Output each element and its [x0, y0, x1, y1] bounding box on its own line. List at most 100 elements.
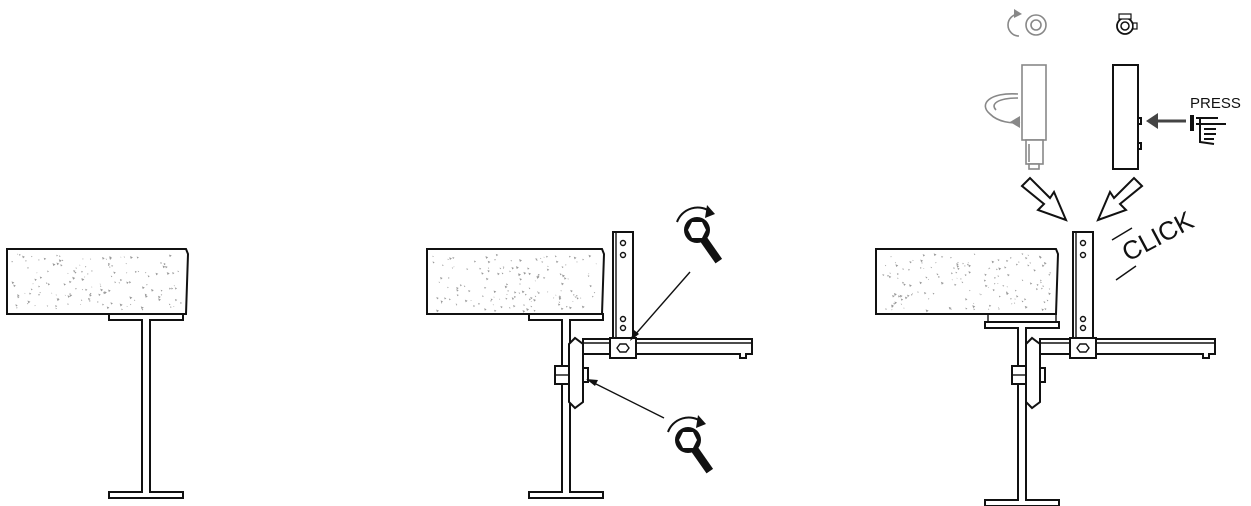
concrete-speck [950, 272, 953, 275]
concrete-speck [967, 262, 969, 264]
concrete-speck [882, 273, 885, 277]
concrete-speck [72, 276, 76, 280]
concrete-speck [908, 268, 911, 271]
concrete-speck [172, 272, 175, 275]
concrete-speck [518, 273, 521, 277]
concrete-speck [141, 308, 144, 311]
concrete-speck [27, 300, 31, 304]
concrete-speck [565, 305, 568, 308]
concrete-texture [882, 253, 1052, 313]
concrete-speck [133, 299, 136, 302]
concrete-speck [899, 294, 903, 298]
concrete-speck [561, 282, 564, 286]
concrete-speck [555, 260, 559, 264]
concrete-speck [162, 265, 166, 269]
concrete-speck [45, 282, 48, 284]
concrete-speck [511, 267, 515, 270]
concrete-speck [930, 266, 933, 269]
concrete-speck [173, 306, 175, 308]
concrete-speck [89, 258, 92, 260]
concrete-speck [546, 255, 549, 258]
concrete-speck [114, 281, 117, 284]
concrete-speck [546, 268, 550, 272]
click-label: CLICK [1117, 205, 1199, 268]
concrete-speck [64, 294, 66, 296]
concrete-speck [911, 292, 914, 294]
concrete-speck [448, 298, 451, 301]
concrete-speck [890, 256, 892, 258]
panel-bracket-install [426, 204, 753, 499]
concrete-speck [34, 305, 36, 307]
concrete-speck [1041, 264, 1045, 268]
horizontal-arm [1039, 338, 1216, 359]
concrete-speck [565, 264, 567, 266]
concrete-speck [994, 277, 997, 279]
concrete-speck [533, 298, 537, 302]
concrete-speck [128, 281, 132, 284]
concrete-speck [24, 292, 26, 294]
concrete-speck [892, 294, 895, 298]
concrete-speck [968, 271, 971, 274]
concrete-speck [964, 274, 967, 277]
concrete-speck [81, 278, 85, 281]
concrete-speck [158, 298, 161, 302]
concrete-speck [453, 266, 455, 268]
concrete-speck [1040, 279, 1042, 282]
concrete-speck [518, 292, 521, 294]
concrete-speck [163, 263, 166, 266]
concrete-speck [91, 286, 93, 288]
concrete-speck [126, 272, 128, 274]
concrete-speck [569, 306, 572, 310]
concrete-speck [925, 276, 928, 279]
concrete-speck [1007, 273, 1010, 277]
concrete-speck [119, 278, 123, 282]
concrete-speck [534, 280, 536, 282]
concrete-speck [120, 256, 122, 258]
concrete-speck [900, 303, 903, 305]
concrete-speck [58, 255, 61, 258]
concrete-speck [595, 263, 597, 265]
concrete-speck [1009, 257, 1012, 259]
concrete-texture [11, 253, 183, 311]
concrete-speck [536, 259, 538, 262]
concrete-speck [485, 277, 489, 281]
concrete-speck [541, 261, 544, 263]
concrete-speck [456, 304, 458, 306]
concrete-speck [570, 289, 573, 293]
concrete-speck [119, 303, 123, 307]
concrete-speck [537, 292, 541, 295]
concrete-speck [111, 264, 114, 267]
concrete-speck [55, 307, 57, 310]
concrete-speck [909, 261, 912, 264]
concrete-speck [456, 286, 459, 290]
concrete-speck [85, 288, 88, 291]
concrete-speck [928, 298, 930, 300]
concrete-speck [941, 255, 944, 258]
concrete-speck [891, 309, 893, 311]
concrete-speck [102, 257, 105, 260]
concrete-speck [987, 286, 989, 288]
beam-clamp [1011, 336, 1046, 410]
concrete-speck [500, 305, 503, 309]
concrete-speck [988, 308, 990, 310]
concrete-speck [582, 258, 585, 261]
concrete-speck [954, 283, 957, 286]
concrete-speck [558, 301, 561, 303]
concrete-speck [67, 295, 71, 298]
concrete-speck [74, 271, 77, 274]
concrete-speck [1033, 269, 1036, 272]
concrete-speck [497, 272, 500, 276]
concrete-speck [174, 287, 178, 290]
concrete-speck [993, 282, 996, 285]
concrete-speck [560, 290, 562, 292]
concrete-speck [447, 286, 449, 289]
concrete-speck [56, 298, 60, 302]
concrete-speck [904, 296, 908, 300]
concrete-speck [15, 304, 18, 307]
concrete-speck [558, 297, 562, 301]
concrete-speck [972, 305, 976, 309]
concrete-speck [540, 257, 542, 260]
concrete-speck [537, 273, 540, 277]
concrete-speck [56, 254, 59, 257]
concrete-speck [58, 298, 60, 300]
